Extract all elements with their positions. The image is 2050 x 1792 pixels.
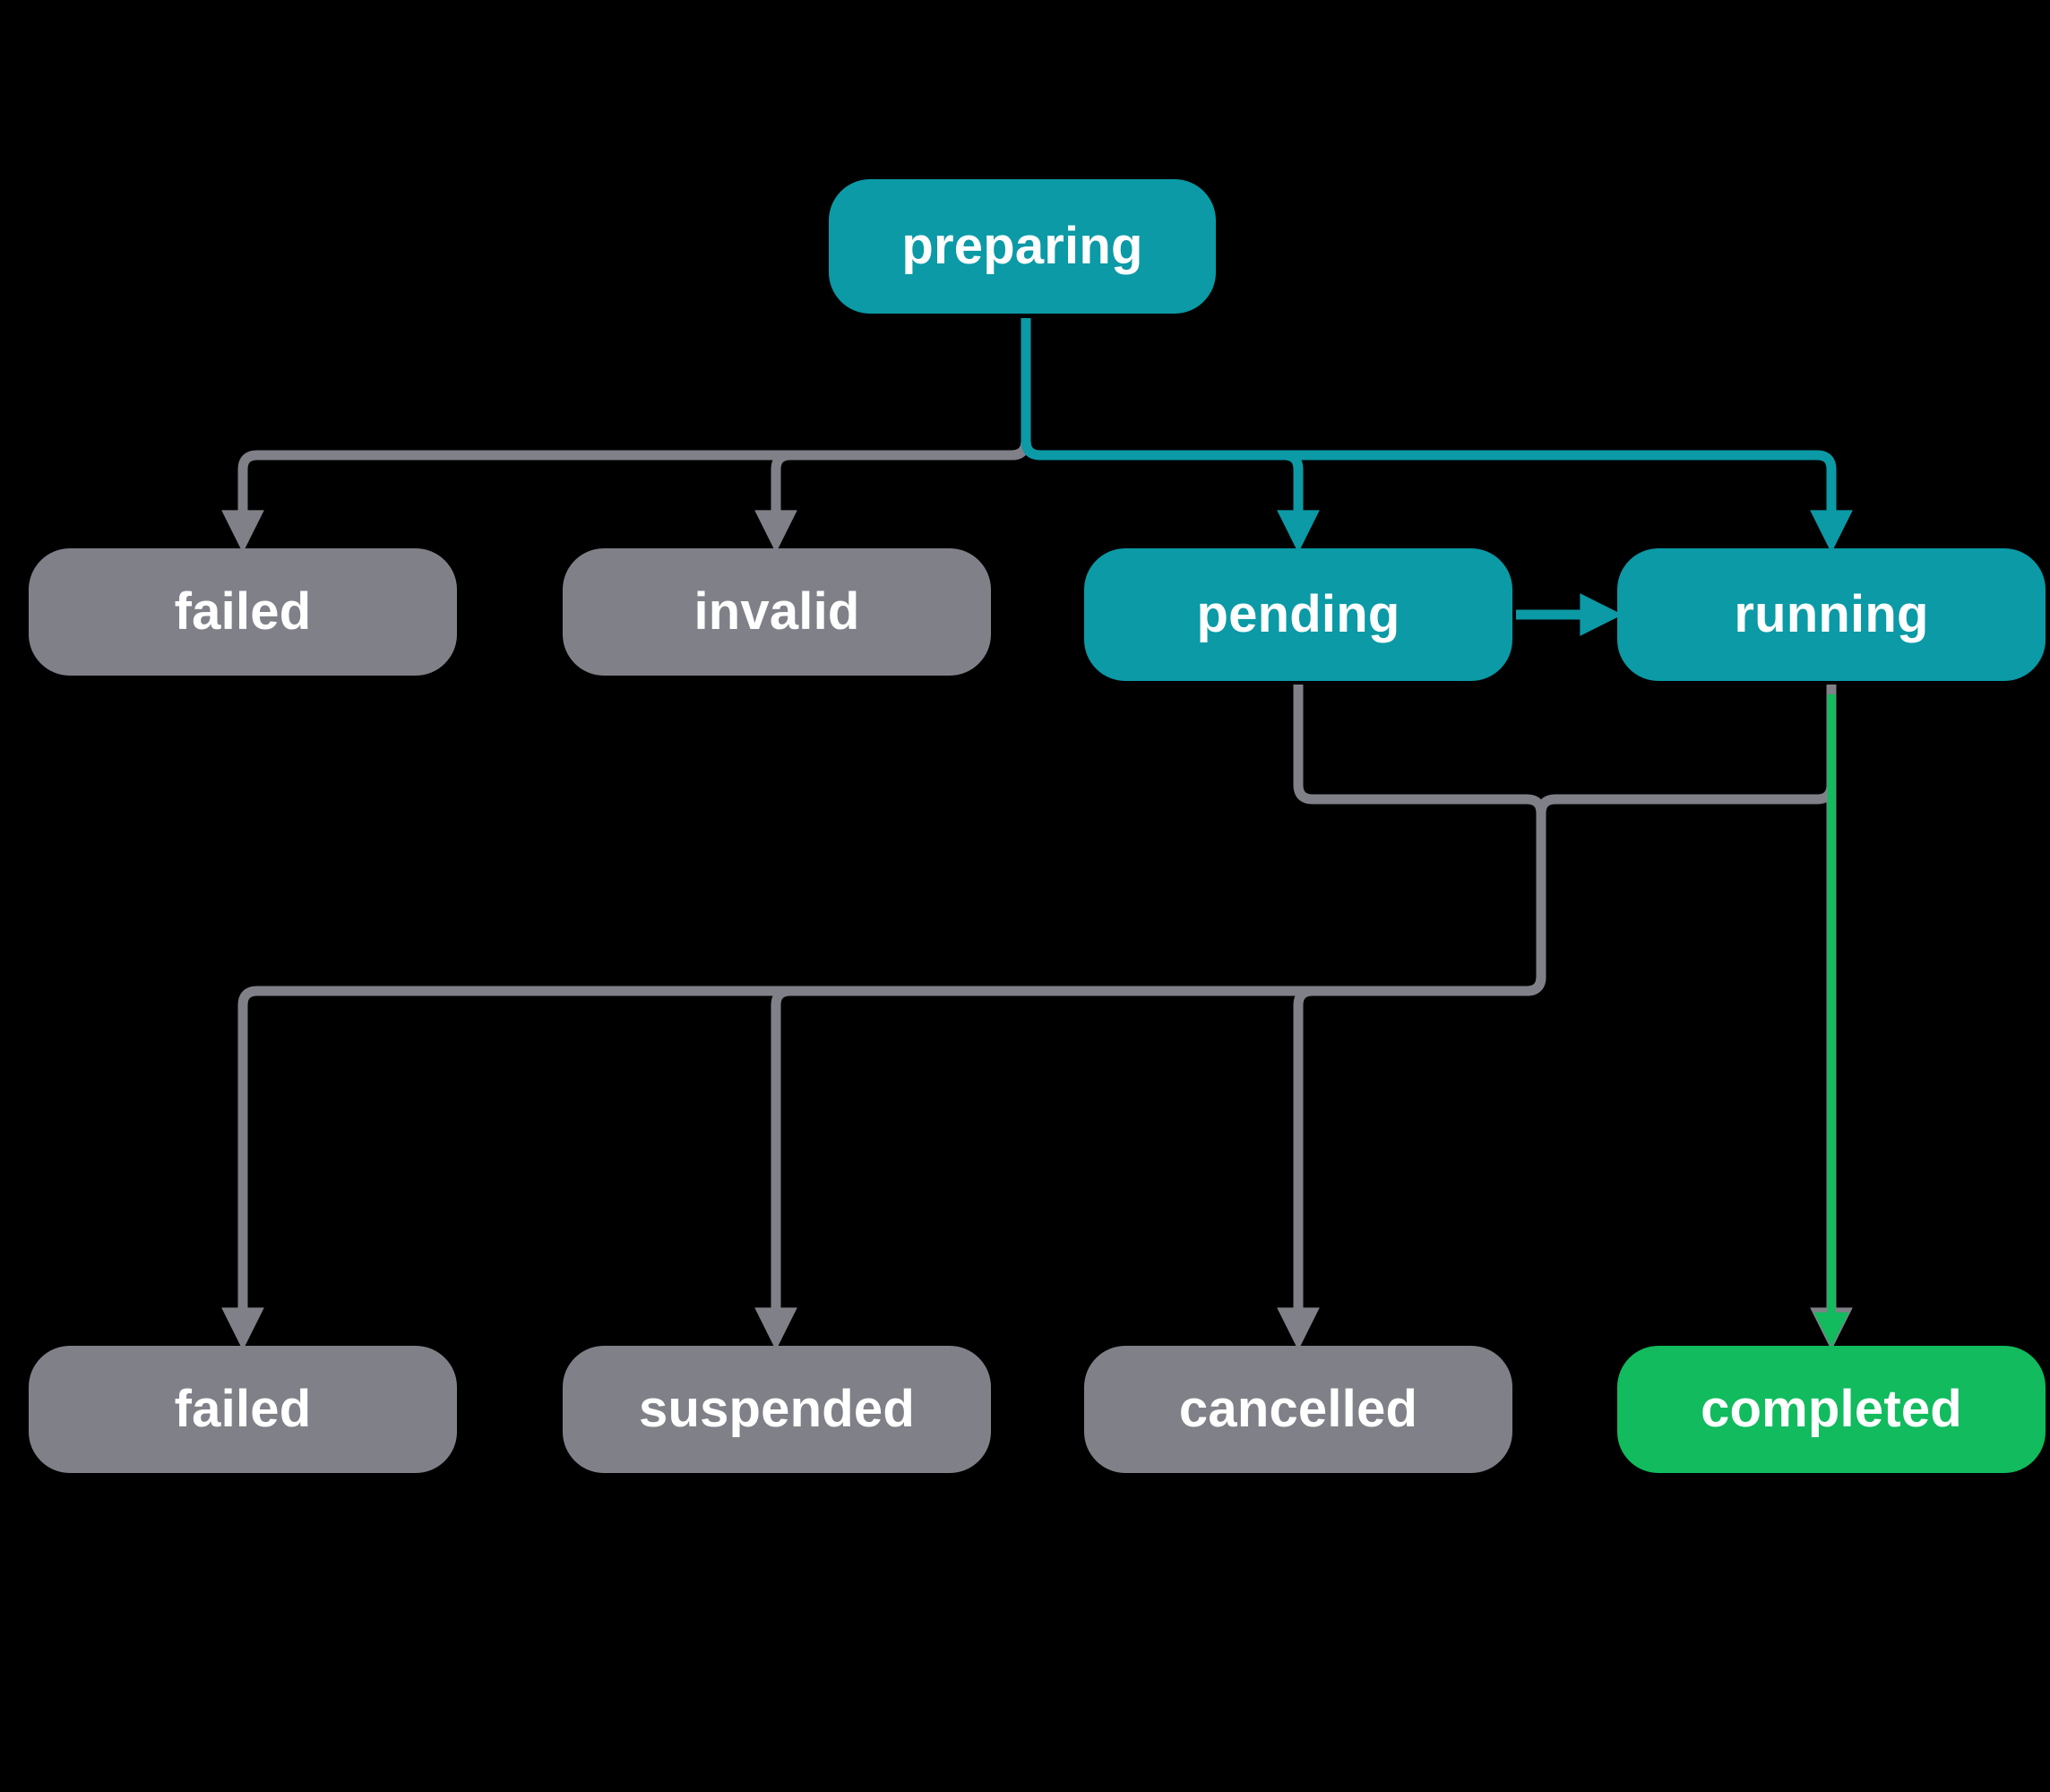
edge-preparing-to-invalid xyxy=(754,318,1031,554)
state-node-running[interactable]: running xyxy=(1617,548,2046,681)
state-node-running-label: running xyxy=(1734,585,1929,643)
state-node-failed-bottom[interactable]: failed xyxy=(29,1346,457,1473)
edge-running-to-junction xyxy=(260,685,1837,996)
state-node-preparing[interactable]: preparing xyxy=(829,179,1216,314)
edge-bus-to-cancelled xyxy=(1277,986,1527,1351)
state-node-suspended-label: suspended xyxy=(639,1380,915,1438)
edge-bus-to-suspended xyxy=(754,986,1527,1351)
state-node-completed[interactable]: completed xyxy=(1617,1346,2046,1473)
state-node-completed-label: completed xyxy=(1701,1380,1962,1438)
state-node-invalid-label: invalid xyxy=(693,582,860,641)
edge-preparing-to-running xyxy=(1021,318,1853,554)
state-node-cancelled[interactable]: cancelled xyxy=(1084,1346,1512,1473)
state-node-failed-top[interactable]: failed xyxy=(29,548,457,676)
edge-preparing-to-failed-top xyxy=(221,318,1031,554)
state-node-failed-top-label: failed xyxy=(174,582,312,641)
state-node-pending-label: pending xyxy=(1196,585,1400,643)
state-node-suspended[interactable]: suspended xyxy=(563,1346,991,1473)
state-node-cancelled-label: cancelled xyxy=(1178,1380,1418,1438)
state-node-preparing-label: preparing xyxy=(901,217,1143,275)
edge-pending-to-junction xyxy=(260,685,1546,996)
state-node-failed-bottom-label: failed xyxy=(174,1380,312,1438)
edge-preparing-to-pending xyxy=(1021,318,1320,554)
state-node-pending[interactable]: pending xyxy=(1084,548,1512,681)
state-node-invalid[interactable]: invalid xyxy=(563,548,991,676)
edge-bus-to-failed-bottom xyxy=(221,986,1527,1351)
